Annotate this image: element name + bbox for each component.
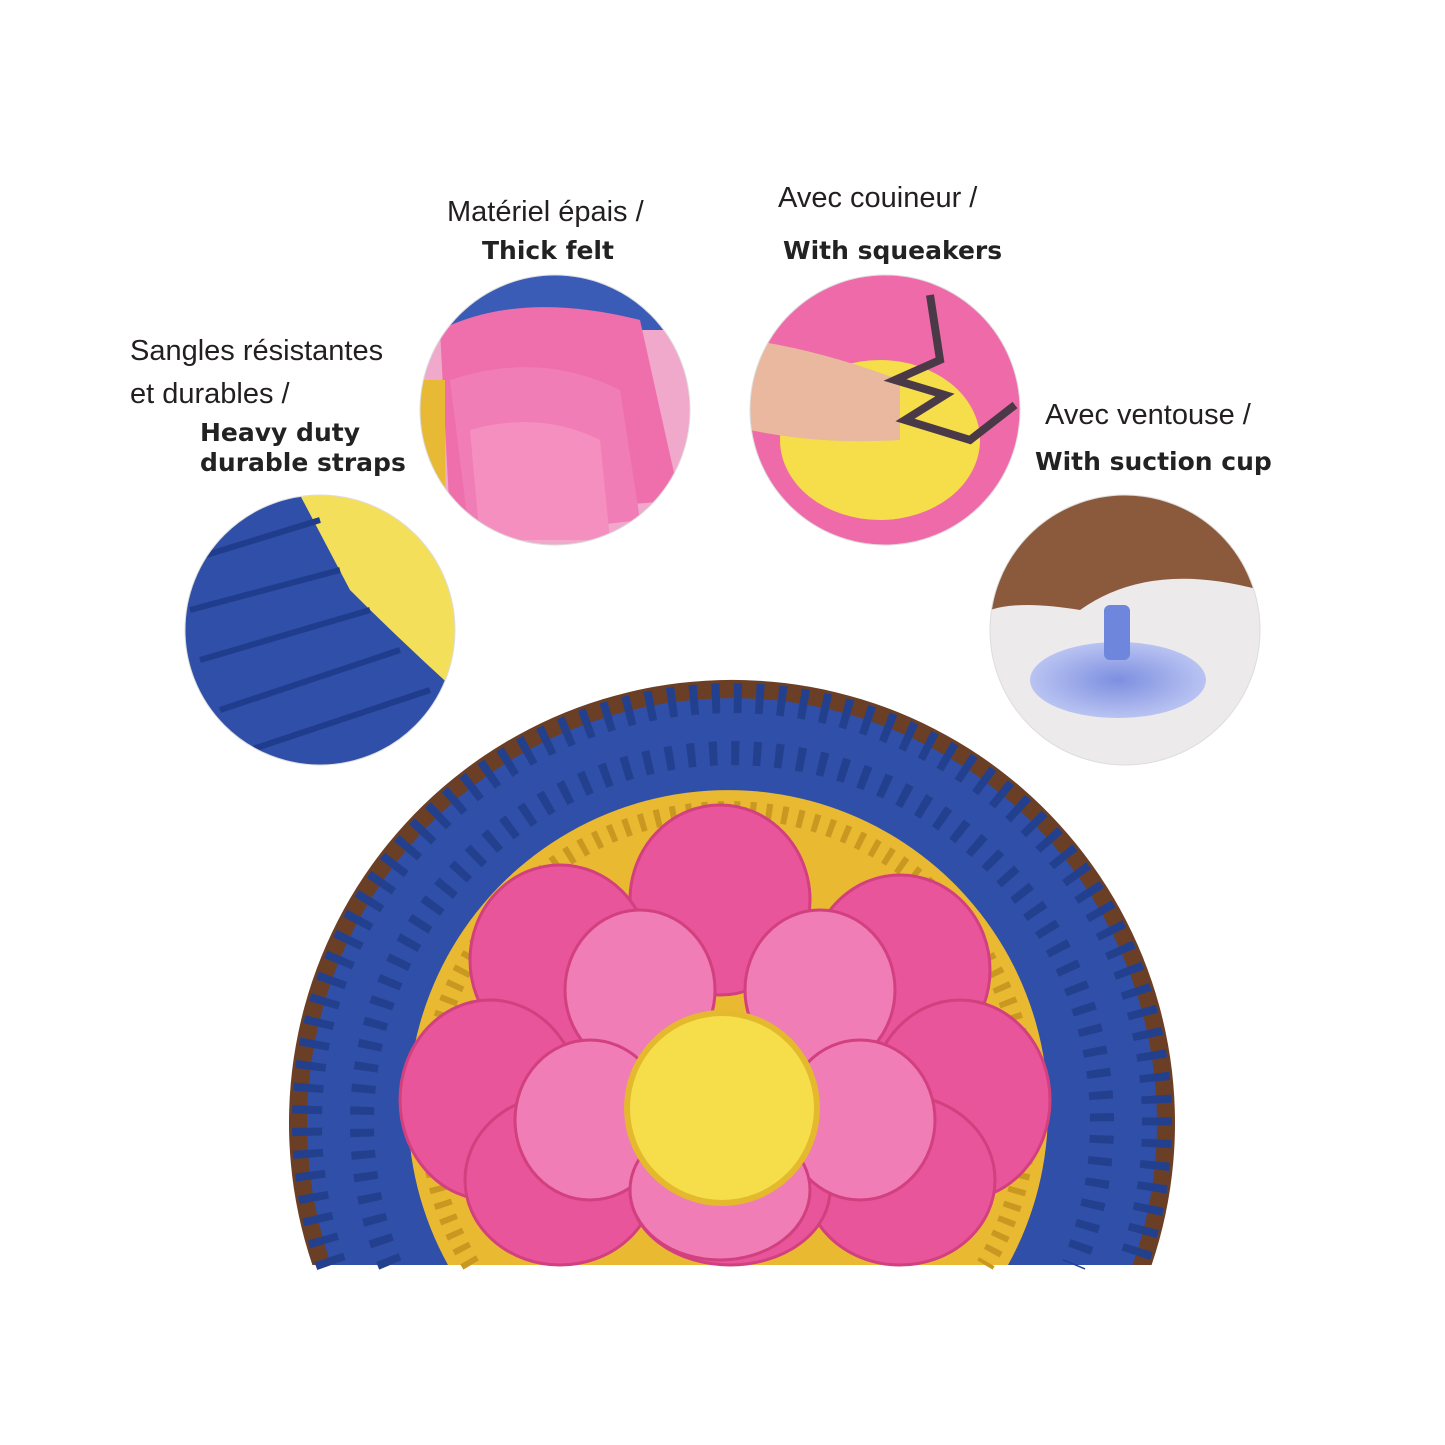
feature-squeakers-fr: Avec couineur / <box>778 182 978 214</box>
feature-straps-fr-1: Sangles résistantes <box>130 335 384 367</box>
feature-straps-en-1: Heavy duty <box>200 418 360 447</box>
feature-straps-en-2: durable straps <box>200 448 406 477</box>
thick-felt-photo <box>420 275 690 545</box>
feature-suction-en: With suction cup <box>1035 447 1272 476</box>
feature-straps-fr-2: et durables / <box>130 378 290 410</box>
suction-cup-photo <box>990 495 1260 765</box>
feature-suction-fr: Avec ventouse / <box>1045 399 1251 431</box>
feature-thick-felt-fr: Matériel épais / <box>447 196 644 228</box>
snuffle-mat-photo <box>289 679 1175 1270</box>
feature-thick-felt-en: Thick felt <box>482 236 614 265</box>
straps-photo <box>185 495 455 765</box>
squeaker-photo <box>750 275 1020 545</box>
feature-squeakers-en: With squeakers <box>783 236 1003 265</box>
